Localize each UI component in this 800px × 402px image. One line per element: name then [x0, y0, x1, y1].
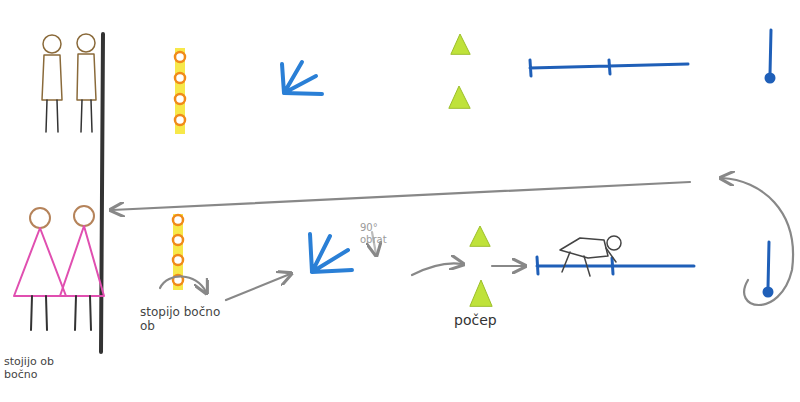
start-note: stojijo ob bočno [4, 356, 82, 381]
squat-note: počep [454, 312, 524, 328]
exercise-note: stopijo bočno ob [140, 306, 230, 334]
turn-note: 90° obrat [360, 222, 406, 245]
